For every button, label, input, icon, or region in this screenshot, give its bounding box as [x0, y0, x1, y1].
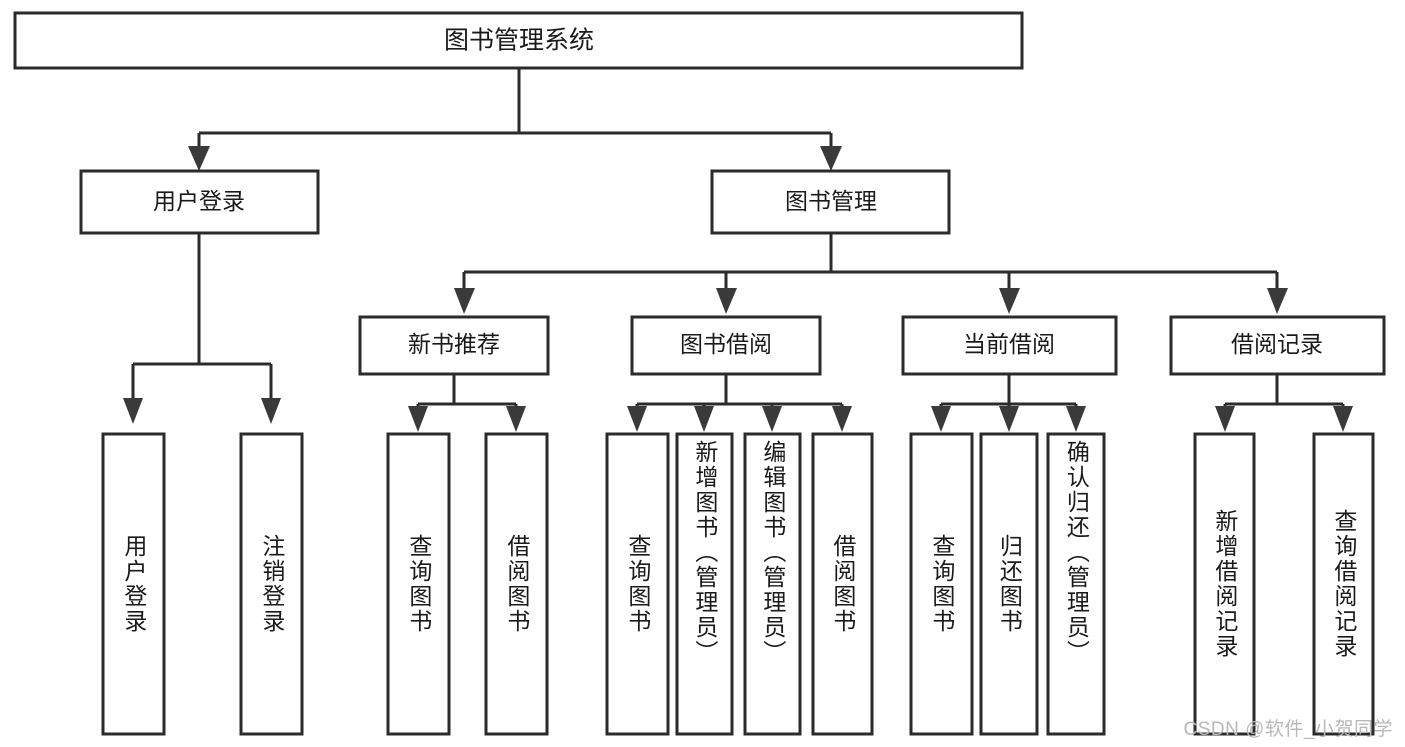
node-borrow-record-box[interactable]: [1169, 315, 1386, 376]
node-leaf-query-record-box[interactable]: [1312, 432, 1375, 736]
node-borrow-record-label: 借阅记录: [1231, 331, 1323, 357]
node-leaf-edit-book-box[interactable]: [743, 432, 802, 736]
arrow-to-leaf-user-login: [123, 398, 143, 424]
node-leaf-query-book-3-box[interactable]: [909, 432, 974, 736]
node-book-borrow[interactable]: 图书借阅: [630, 315, 822, 376]
arrow-to-leaf-query-book-3: [931, 406, 951, 432]
node-root[interactable]: 图书管理系统: [13, 11, 1024, 70]
node-user-login-label: 用户登录: [153, 188, 245, 214]
arrow-to-leaf-borrow-book-2: [832, 406, 852, 432]
node-leaf-query-book-1-box[interactable]: [386, 432, 451, 736]
arrow-to-leaf-add-record: [1215, 406, 1235, 432]
edge-borrowrecord-to-bus: [1223, 374, 1345, 412]
arrow-to-leaf-query-book-1: [408, 406, 428, 432]
arrow-to-book-manage: [820, 146, 842, 171]
node-leaf-return-book-box[interactable]: [979, 432, 1039, 736]
node-user-login-box[interactable]: [79, 169, 320, 235]
node-user-login[interactable]: 用户登录: [79, 169, 320, 235]
arrow-to-leaf-logout: [261, 398, 281, 424]
arrow-to-leaf-query-book-2: [627, 406, 647, 432]
node-root-box[interactable]: [13, 11, 1024, 70]
node-leaf-user-login-box[interactable]: [101, 432, 166, 736]
edge-userlogin-to-bus: [131, 233, 273, 398]
node-book-borrow-label: 图书借阅: [680, 331, 772, 357]
node-current-borrow-label: 当前借阅: [963, 331, 1055, 357]
arrow-to-leaf-return-book: [999, 406, 1019, 432]
arrow-to-new-book-rec: [454, 288, 475, 314]
node-new-book-rec-box[interactable]: [358, 315, 550, 376]
edge-root-to-bus: [197, 68, 833, 148]
arrow-to-leaf-borrow-book-1: [506, 406, 526, 432]
arrow-to-leaf-confirm-return: [1066, 406, 1086, 432]
node-leaf-add-book-box[interactable]: [675, 432, 734, 736]
node-root-label: 图书管理系统: [444, 27, 594, 55]
arrow-to-user-login: [188, 146, 210, 171]
node-current-borrow[interactable]: 当前借阅: [901, 315, 1118, 376]
node-book-manage[interactable]: 图书管理: [710, 169, 951, 235]
edge-bookmanage-to-bus: [462, 233, 1279, 288]
watermark-text: CSDN @软件_小贺同学: [1183, 719, 1393, 740]
node-leaf-borrow-book-2-box[interactable]: [811, 432, 874, 736]
node-new-book-rec[interactable]: 新书推荐: [358, 315, 550, 376]
leaf-boxes-layer: [101, 432, 1375, 736]
node-current-borrow-box[interactable]: [901, 315, 1118, 376]
arrow-to-current-borrow: [999, 288, 1020, 314]
node-leaf-confirm-return-box[interactable]: [1046, 432, 1106, 736]
node-leaf-borrow-book-1-box[interactable]: [484, 432, 549, 736]
node-book-borrow-box[interactable]: [630, 315, 822, 376]
edge-newbookrec-to-bus: [416, 374, 518, 412]
node-leaf-add-record-box[interactable]: [1193, 432, 1256, 736]
arrow-to-leaf-query-record: [1333, 406, 1353, 432]
node-book-manage-label: 图书管理: [785, 188, 877, 214]
edge-bookborrow-to-bus: [635, 374, 844, 412]
node-borrow-record[interactable]: 借阅记录: [1169, 315, 1386, 376]
node-book-manage-box[interactable]: [710, 169, 951, 235]
arrow-to-leaf-add-book: [694, 406, 714, 432]
node-new-book-rec-label: 新书推荐: [408, 331, 500, 357]
node-leaf-query-book-2-box[interactable]: [605, 432, 670, 736]
arrow-to-leaf-edit-book: [762, 406, 782, 432]
node-leaf-logout-box[interactable]: [239, 432, 304, 736]
arrow-to-borrow-record: [1267, 288, 1288, 314]
arrow-to-book-borrow: [716, 288, 737, 314]
edges-layer: [123, 68, 1353, 432]
